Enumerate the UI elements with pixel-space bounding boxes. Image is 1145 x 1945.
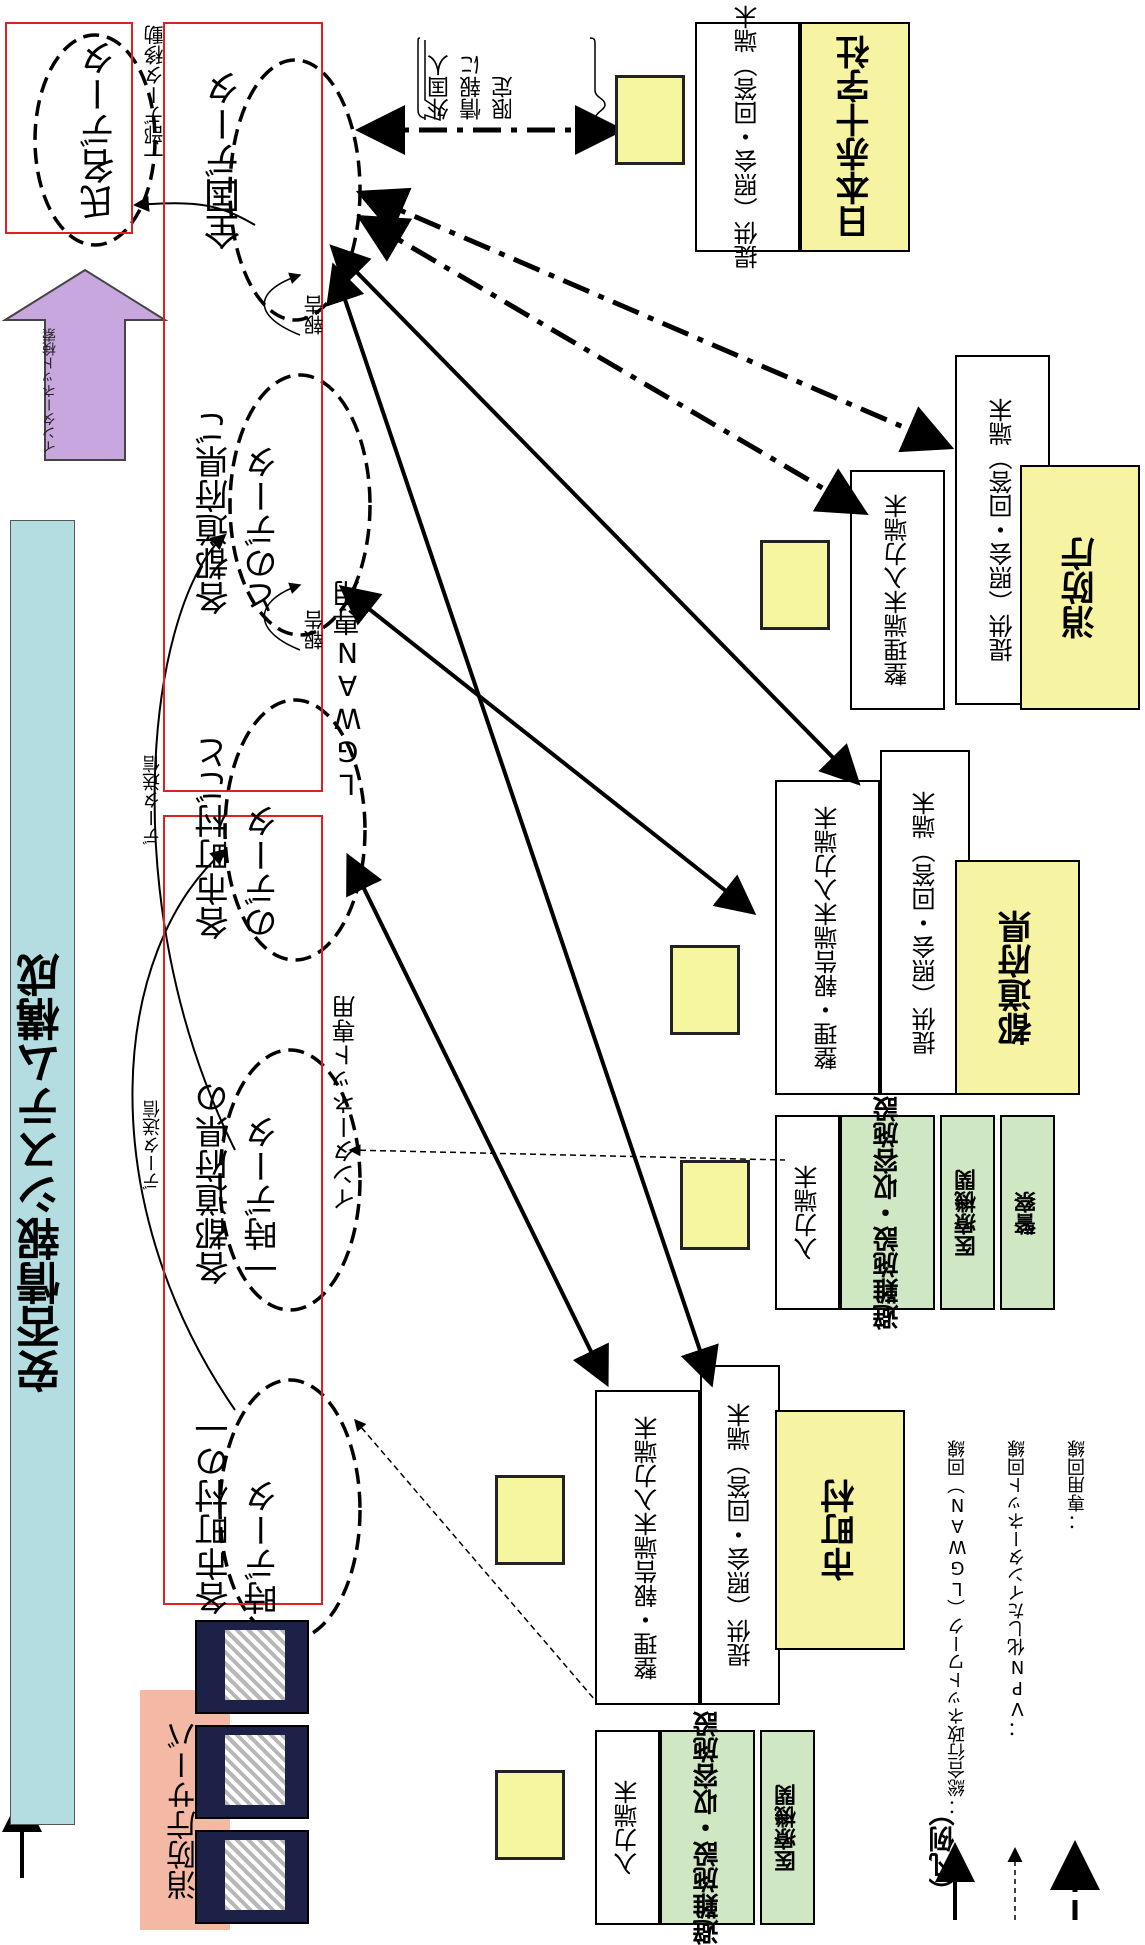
lgwan-national-fdma-line xyxy=(335,250,855,780)
legend-symbols xyxy=(930,1820,1130,1930)
muni-input-terminal: 入力端末 xyxy=(595,1730,660,1925)
muni-medical-box: 医療機関 xyxy=(760,1730,815,1925)
muni-org-report-terminal: 整理・報告端末入力端末 xyxy=(595,1390,700,1705)
redcross-monitor-icon xyxy=(615,75,685,165)
foreign-note: 外国人情報に限定 xyxy=(425,40,590,120)
pref-org-box: 都道府県 xyxy=(955,860,1080,1095)
fdma-org-input-terminal: 整理端末入力端末 xyxy=(850,470,945,710)
redcross-org-box: 日本赤十字社 xyxy=(800,22,910,252)
muni-provide-terminal: 提供（照会・回答）端末 xyxy=(700,1365,780,1705)
redcross-provide-terminal: 提供（照会・回答）端末 xyxy=(695,22,800,252)
pref-temp-label: 各都道府県の一時データ xyxy=(190,1065,280,1285)
legend-item-vpn: ：VPN化したインターネット回線 xyxy=(1005,1440,1031,1737)
muni-input-monitor-icon xyxy=(495,1770,565,1860)
fdma-org-box: 消防庁 xyxy=(1020,465,1140,710)
pref-medical-box: 医療機関 xyxy=(940,1115,995,1310)
internet-search-label: インターネット検索 xyxy=(40,328,60,454)
muni-org-box: 市町村 xyxy=(775,1410,905,1650)
dedicated-fdma-line-2 xyxy=(365,220,860,510)
page-title: 安否情報システム構成 xyxy=(11,953,75,1393)
internet-zone-label: インターネット専用 xyxy=(328,995,363,1211)
internet-search-arrow xyxy=(5,270,165,460)
lgwan-pref-line xyxy=(345,590,750,910)
muni-temp-label: 各市町村の一時データ xyxy=(190,1395,280,1615)
report-label-1: 報告 xyxy=(300,610,329,650)
pref-police-box: 警察 xyxy=(1000,1115,1055,1310)
names-data-label: 氏名データ xyxy=(75,40,127,220)
data-send-label-1: データ送信 xyxy=(140,755,166,845)
vpn-pref-input-line xyxy=(350,1150,785,1160)
pref-input-monitor-icon xyxy=(680,1160,750,1250)
report-label-2: 報告 xyxy=(300,295,329,335)
legend-item-lgwan: ：総合行政ネットワーク（LGWAN）回線 xyxy=(945,1440,971,1815)
legend-item-dedicated: ：専用回線 xyxy=(1065,1440,1091,1530)
partial-move-label: 一部データ移動 xyxy=(140,25,169,165)
fdma-monitor-icon xyxy=(760,540,830,630)
muni-monitor-icon xyxy=(495,1475,565,1565)
pref-input-terminal: 入力端末 xyxy=(775,1115,840,1310)
data-send-label-2: データ送信 xyxy=(140,1100,166,1190)
server-icon xyxy=(195,1620,325,1920)
muni-shelter-box: 避難施設・収容施設 xyxy=(660,1730,755,1925)
lgwan-zone-label: LGWAN専用 xyxy=(328,580,368,801)
pref-shelter-box: 避難施設・収容施設 xyxy=(840,1115,935,1310)
title-banner: 安否情報システム構成 xyxy=(10,520,75,1825)
pref-org-report-terminal: 整理・報告端末入力端末 xyxy=(775,780,880,1095)
pref-data-label: 各都道府県ごとのデータ xyxy=(190,395,280,615)
muni-data-label: 各市町村ごとのデータ xyxy=(190,720,280,940)
lgwan-muni-line xyxy=(350,860,605,1380)
pref-monitor-icon xyxy=(670,945,740,1035)
national-data-label: 全国データ xyxy=(200,70,252,250)
